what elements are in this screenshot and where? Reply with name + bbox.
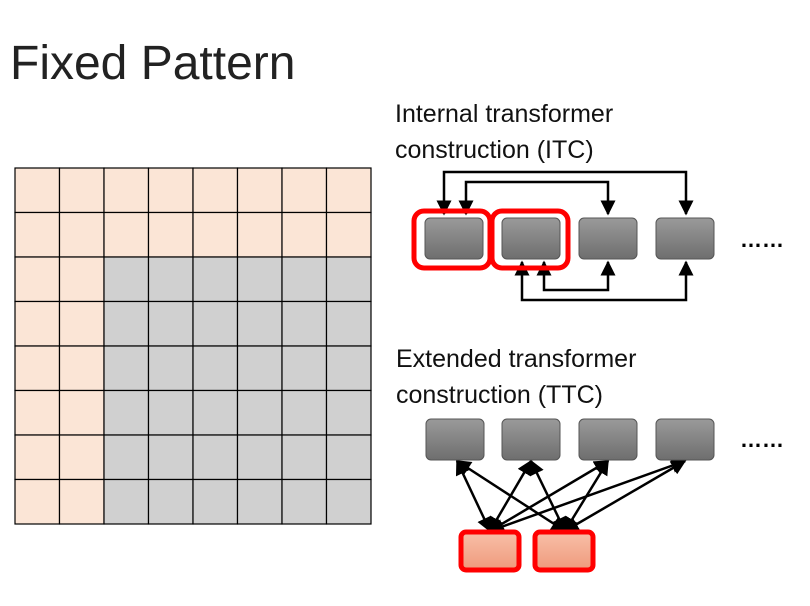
- grid-cell-masked: [192, 434, 239, 481]
- grid-cell-masked: [147, 345, 194, 392]
- ttc-diagram: ……: [425, 418, 784, 573]
- grid-cell-masked: [281, 256, 328, 303]
- grid-cell-masked: [325, 300, 372, 347]
- grid-cell-attended: [58, 345, 105, 392]
- grid-cell-masked: [281, 389, 328, 436]
- grid-cell-attended: [325, 211, 372, 258]
- grid-cell-attended: [14, 211, 61, 258]
- grid-cell-attended: [192, 167, 239, 214]
- grid-cell-attended: [236, 167, 283, 214]
- grid-cell-attended: [14, 300, 61, 347]
- grid-cell-attended: [236, 211, 283, 258]
- grid-cell-attended: [58, 434, 105, 481]
- grid-cell-masked: [236, 345, 283, 392]
- itc-top-connector-inner: [458, 180, 616, 216]
- grid-cell-masked: [192, 300, 239, 347]
- grid-cell-masked: [103, 256, 150, 303]
- itc-ellipsis: ……: [740, 227, 784, 252]
- itc-caption: Internal transformer construction (ITC): [395, 96, 613, 168]
- ttc-caption-line1: Extended transformer: [396, 345, 637, 373]
- ttc-block-4: [655, 418, 715, 461]
- grid-cell-attended: [192, 211, 239, 258]
- grid-cell-masked: [103, 389, 150, 436]
- grid-cell-masked: [147, 389, 194, 436]
- grid-cell-attended: [14, 256, 61, 303]
- grid-cell-attended: [325, 167, 372, 214]
- grid-cell-attended: [58, 478, 105, 525]
- attention-pattern-grid: [14, 167, 372, 525]
- grid-cell-masked: [192, 345, 239, 392]
- ttc-edge: [563, 459, 687, 533]
- itc-bottom-connector-outer: [514, 260, 694, 302]
- grid-cell-attended: [14, 434, 61, 481]
- grid-cell-attended: [58, 211, 105, 258]
- grid-cell-masked: [236, 478, 283, 525]
- grid-cell-masked: [325, 389, 372, 436]
- grid-cell-attended: [58, 300, 105, 347]
- grid-cell-attended: [14, 345, 61, 392]
- grid-cell-masked: [236, 300, 283, 347]
- grid-cell-masked: [192, 478, 239, 525]
- itc-caption-line2: construction (ITC): [395, 136, 594, 164]
- grid-cell-masked: [103, 300, 150, 347]
- slide-title: Fixed Pattern: [10, 37, 296, 90]
- ttc-caption: Extended transformer construction (TTC): [396, 341, 636, 413]
- grid-cell-masked: [192, 256, 239, 303]
- grid-cell-masked: [192, 389, 239, 436]
- grid-cell-masked: [325, 434, 372, 481]
- grid-cell-attended: [14, 167, 61, 214]
- grid-cell-masked: [281, 434, 328, 481]
- grid-cell-masked: [236, 434, 283, 481]
- itc-diagram: ……: [411, 170, 784, 302]
- grid-cell-masked: [147, 300, 194, 347]
- grid-cell-attended: [58, 389, 105, 436]
- grid-cell-masked: [103, 345, 150, 392]
- itc-top-connector-outer: [436, 170, 694, 216]
- grid-cell-masked: [325, 478, 372, 525]
- grid-cell-masked: [103, 478, 150, 525]
- itc-bottom-connector-inner: [536, 260, 616, 292]
- grid-cell-attended: [103, 211, 150, 258]
- grid-cell-attended: [58, 256, 105, 303]
- grid-cell-attended: [14, 478, 61, 525]
- grid-cell-masked: [147, 434, 194, 481]
- itc-block-4: [655, 217, 715, 260]
- ttc-block-2: [501, 418, 561, 461]
- ttc-global-block-2: [532, 529, 596, 573]
- grid-cell-attended: [281, 167, 328, 214]
- itc-block-1: [424, 217, 484, 260]
- grid-cell-masked: [147, 256, 194, 303]
- ttc-caption-line2: construction (TTC): [396, 381, 603, 409]
- grid-cell-attended: [14, 389, 61, 436]
- grid-cell-masked: [325, 256, 372, 303]
- ttc-block-3: [578, 418, 638, 461]
- grid-cell-masked: [147, 478, 194, 525]
- ttc-block-1: [425, 418, 485, 461]
- ttc-global-block-1: [458, 529, 522, 573]
- ttc-ellipsis: ……: [740, 427, 784, 452]
- grid-cell-masked: [281, 345, 328, 392]
- grid-cell-masked: [281, 478, 328, 525]
- grid-cell-attended: [103, 167, 150, 214]
- ttc-edge: [529, 459, 567, 533]
- grid-cell-masked: [236, 256, 283, 303]
- itc-highlight-outline-2: [489, 208, 571, 271]
- grid-cell-masked: [236, 389, 283, 436]
- grid-cell-masked: [103, 434, 150, 481]
- grid-cell-attended: [281, 211, 328, 258]
- itc-block-2: [501, 217, 561, 260]
- ttc-edge: [563, 459, 610, 533]
- grid-cell-attended: [147, 211, 194, 258]
- grid-cell-attended: [147, 167, 194, 214]
- grid-cell-attended: [58, 167, 105, 214]
- itc-caption-line1: Internal transformer: [395, 100, 614, 128]
- grid-cell-masked: [281, 300, 328, 347]
- itc-block-3: [578, 217, 638, 260]
- grid-cell-masked: [325, 345, 372, 392]
